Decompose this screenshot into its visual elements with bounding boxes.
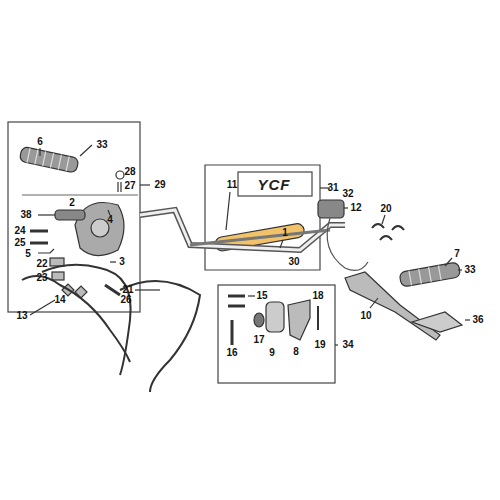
callout-number: 16 <box>226 348 237 358</box>
callout-number: 7 <box>454 249 460 259</box>
callout-number: 34 <box>342 340 353 350</box>
callout-number: 2 <box>69 198 75 208</box>
callout-number: 32 <box>342 189 353 199</box>
callout-number: 22 <box>36 259 47 269</box>
callout-number: 3 <box>119 257 125 267</box>
callout-number: 5 <box>25 249 31 259</box>
callout-number: 25 <box>14 238 25 248</box>
callout-number: 1 <box>282 228 288 238</box>
callout-number: 6 <box>37 137 43 147</box>
callout-number: 29 <box>154 180 165 190</box>
callout-number: 4 <box>107 215 113 225</box>
callout-number: 17 <box>253 335 264 345</box>
callout-number: 36 <box>472 315 483 325</box>
callout-number: 27 <box>124 181 135 191</box>
callout-number: 15 <box>256 291 267 301</box>
callout-number: 30 <box>288 257 299 267</box>
callout-number: 23 <box>36 273 47 283</box>
callout-number: 14 <box>54 295 65 305</box>
callout-number: 8 <box>293 347 299 357</box>
callout-number: 24 <box>14 226 25 236</box>
callout-number: 18 <box>312 291 323 301</box>
callout-number: 20 <box>380 204 391 214</box>
callout-number: 28 <box>124 167 135 177</box>
callout-number: 19 <box>314 340 325 350</box>
callout-number: 33 <box>96 140 107 150</box>
callout-number: 26 <box>120 295 131 305</box>
callout-number: 21 <box>122 285 133 295</box>
brand-logo: YCF <box>258 177 291 192</box>
callout-number: 38 <box>20 210 31 220</box>
callout-number: 11 <box>227 180 238 190</box>
callout-number: 9 <box>269 348 275 358</box>
callout-number: 12 <box>350 203 361 213</box>
callout-number: 13 <box>16 311 27 321</box>
callout-number: 33 <box>464 265 475 275</box>
callout-number: 31 <box>327 183 338 193</box>
callout-number: 10 <box>360 311 371 321</box>
